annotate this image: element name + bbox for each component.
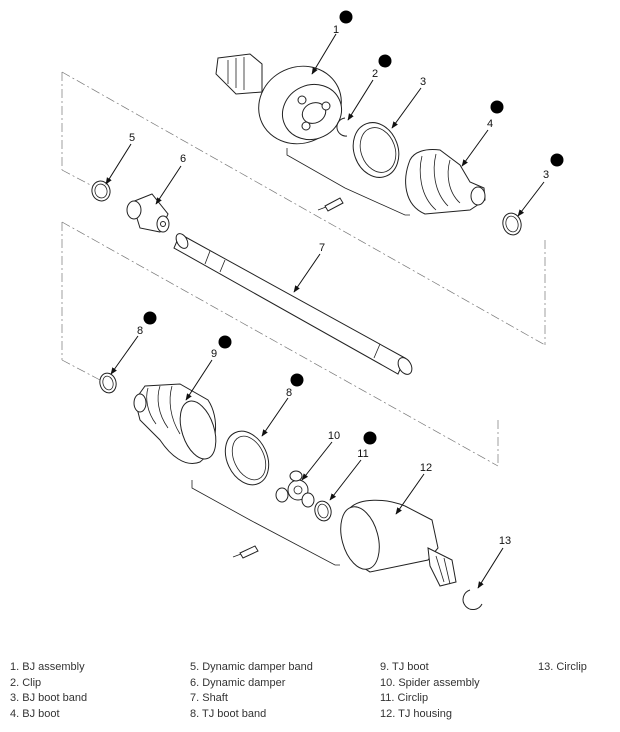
- legend-column-3: 9. TJ boot 10. Spider assembly 11. Circl…: [380, 660, 480, 722]
- legend-item: 10. Spider assembly: [380, 676, 480, 689]
- grease-tube-icon: [317, 197, 344, 212]
- callout-number: 4: [487, 118, 493, 130]
- legend-item: 1. BJ assembly: [10, 661, 85, 673]
- callout-number: 10: [328, 430, 340, 442]
- circlip-11: [314, 500, 332, 522]
- callout-number: 6: [180, 153, 186, 165]
- bj-assembly: [215, 53, 342, 145]
- legend-item: 8. TJ boot band: [190, 707, 267, 720]
- prohibition-circle-icon: [143, 10, 564, 445]
- circlip-13: [462, 589, 483, 611]
- legend-item: 6. Dynamic damper: [190, 676, 286, 689]
- callout-number: 13: [499, 535, 511, 547]
- dynamic-damper: [126, 193, 170, 233]
- callout-number: 1: [333, 24, 339, 36]
- grouping-brackets: [191, 148, 410, 566]
- callout-number: 7: [319, 242, 325, 254]
- tj-boot-band: [224, 430, 270, 486]
- callout-number: 8: [286, 387, 292, 399]
- grease-tube-icon: [232, 545, 259, 559]
- callout-number: 3: [543, 169, 549, 181]
- legend-item: 13. Circlip: [538, 661, 587, 673]
- callout-number: 2: [372, 68, 378, 80]
- legend-column-2: 5. Dynamic damper band 6. Dynamic damper…: [190, 660, 313, 722]
- legend-item: 7. Shaft: [190, 692, 228, 705]
- dynamic-damper-band: [91, 180, 111, 202]
- callout-number: 12: [420, 462, 432, 474]
- callout-number: 11: [357, 448, 368, 460]
- legend-item: 4. BJ boot: [10, 707, 60, 720]
- bj-boot-band-small: [502, 212, 522, 236]
- legend-item: 2. Clip: [10, 676, 42, 689]
- leader-lines: [105, 33, 545, 589]
- legend-item: 12. TJ housing: [380, 707, 452, 720]
- shaft: [173, 233, 413, 375]
- callout-labels: 1 2 3 4 3 5 6 7 8 9 8 10 11 12 13: [129, 24, 549, 547]
- clip: [336, 117, 348, 137]
- bj-boot: [405, 149, 486, 215]
- legend-item: 3. BJ boot band: [10, 692, 88, 705]
- legend-column-4: 13. Circlip: [538, 660, 587, 676]
- tj-boot-band-small: [99, 372, 117, 394]
- callout-number: 3: [420, 76, 426, 88]
- legend-item: 5. Dynamic damper band: [190, 661, 313, 673]
- parts-legend: 1. BJ assembly 2. Clip 3. BJ boot band 4…: [0, 660, 620, 730]
- callout-number: 5: [129, 132, 135, 144]
- tj-boot: [133, 383, 217, 464]
- exploded-view-diagram: 1 2 3 4 3 5 6 7 8 9 8 10 11 12 13: [61, 10, 564, 611]
- callout-number: 8: [137, 325, 143, 337]
- callout-number: 9: [211, 348, 217, 360]
- tj-housing: [340, 499, 457, 587]
- legend-item: 11. Circlip: [380, 692, 429, 705]
- bj-boot-band: [352, 122, 400, 178]
- spider-assembly: [275, 470, 315, 508]
- legend-column-1: 1. BJ assembly 2. Clip 3. BJ boot band 4…: [10, 660, 87, 722]
- legend-item: 9. TJ boot: [380, 661, 429, 673]
